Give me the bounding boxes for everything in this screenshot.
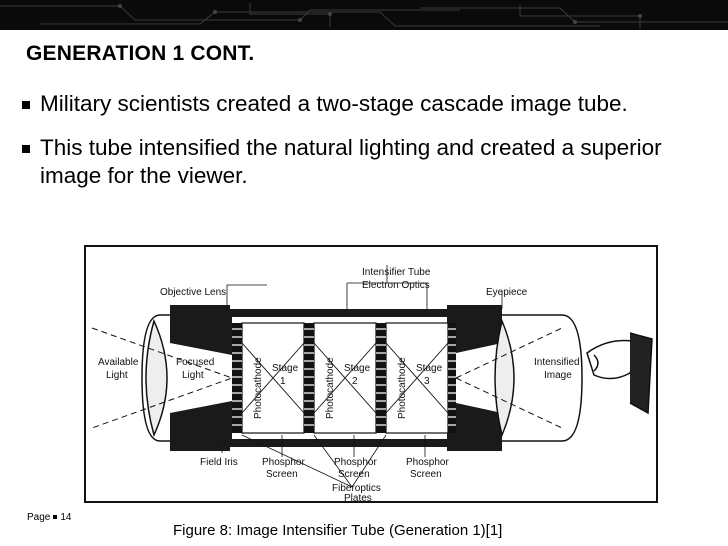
bullet-list: Military scientists created a two-stage … xyxy=(22,90,712,206)
eyepiece-lens xyxy=(494,318,515,438)
label-eyepiece: Eyepiece xyxy=(486,287,528,298)
bullet-text: Military scientists created a two-stage … xyxy=(40,91,628,116)
label-focused: Focused xyxy=(176,357,214,368)
label-intensified: Intensified xyxy=(534,357,580,368)
housing-left-top xyxy=(170,305,230,317)
label-photocathode-1: Photocathode xyxy=(253,357,264,419)
housing-mid-top xyxy=(230,309,448,317)
housing-right-top xyxy=(447,305,502,317)
square-bullet-icon xyxy=(22,101,30,109)
header-bar xyxy=(0,0,728,30)
header-pattern xyxy=(0,3,728,28)
fiberoptic-plate-3 xyxy=(376,323,386,433)
label-available: Available xyxy=(98,357,139,368)
bullet-item: Military scientists created a two-stage … xyxy=(22,90,712,118)
label-electron-optics: Electron Optics xyxy=(362,280,430,291)
label-stage-1-number: 1 xyxy=(280,376,286,387)
diagram-svg: Intensifier Tube Electron Optics Objecti… xyxy=(84,245,658,504)
bullet-text: This tube intensified the natural lighti… xyxy=(40,135,662,188)
objective-shade-top xyxy=(170,317,232,355)
slide-title: GENERATION 1 CONT. xyxy=(26,42,255,65)
objective-shade-bottom xyxy=(170,401,232,439)
eye-icon xyxy=(586,332,653,415)
fiberoptic-plate-2 xyxy=(304,323,314,433)
label-stage-3: Stage xyxy=(416,363,443,374)
housing-left-bottom xyxy=(170,439,230,451)
label-photocathode-2: Photocathode xyxy=(325,357,336,419)
label-stage-2-number: 2 xyxy=(352,376,358,387)
eyepiece-shade-top xyxy=(447,317,502,355)
housing-right-bottom xyxy=(447,439,502,451)
label-fiberoptics: Fiberoptics xyxy=(332,483,381,494)
label-intensifier-tube: Intensifier Tube xyxy=(362,267,431,278)
label-phosphor-1: Phosphor xyxy=(262,457,305,468)
figure-caption: Figure 8: Image Intensifier Tube (Genera… xyxy=(173,522,503,539)
label-focused-light: Light xyxy=(182,370,204,381)
label-light: Light xyxy=(106,370,128,381)
label-stage-2: Stage xyxy=(344,363,371,374)
eyepiece-shade-bottom xyxy=(447,401,502,439)
label-photocathode-3: Photocathode xyxy=(397,357,408,419)
fiberoptic-plate-4 xyxy=(448,323,456,433)
label-field-iris: Field Iris xyxy=(200,457,238,468)
label-plates: Plates xyxy=(344,493,372,504)
fiberoptic-plate-1 xyxy=(232,323,242,433)
label-screen-3: Screen xyxy=(410,469,442,480)
label-screen-2: Screen xyxy=(338,469,370,480)
label-phosphor-2: Phosphor xyxy=(334,457,377,468)
page-number-value: 14 xyxy=(60,512,72,523)
label-stage-3-number: 3 xyxy=(424,376,430,387)
label-image: Image xyxy=(544,370,572,381)
page-label: Page xyxy=(27,512,51,523)
square-bullet-icon xyxy=(22,145,30,153)
image-intensifier-diagram: Intensifier Tube Electron Optics Objecti… xyxy=(82,243,660,505)
page-number: Page 14 xyxy=(27,512,71,523)
label-phosphor-3: Phosphor xyxy=(406,457,449,468)
bullet-item: This tube intensified the natural lighti… xyxy=(22,134,712,190)
label-objective-lens: Objective Lens xyxy=(160,287,226,298)
square-separator-icon xyxy=(53,515,58,520)
label-stage-1: Stage xyxy=(272,363,299,374)
label-screen-1: Screen xyxy=(266,469,298,480)
housing-mid-bottom xyxy=(230,439,448,447)
